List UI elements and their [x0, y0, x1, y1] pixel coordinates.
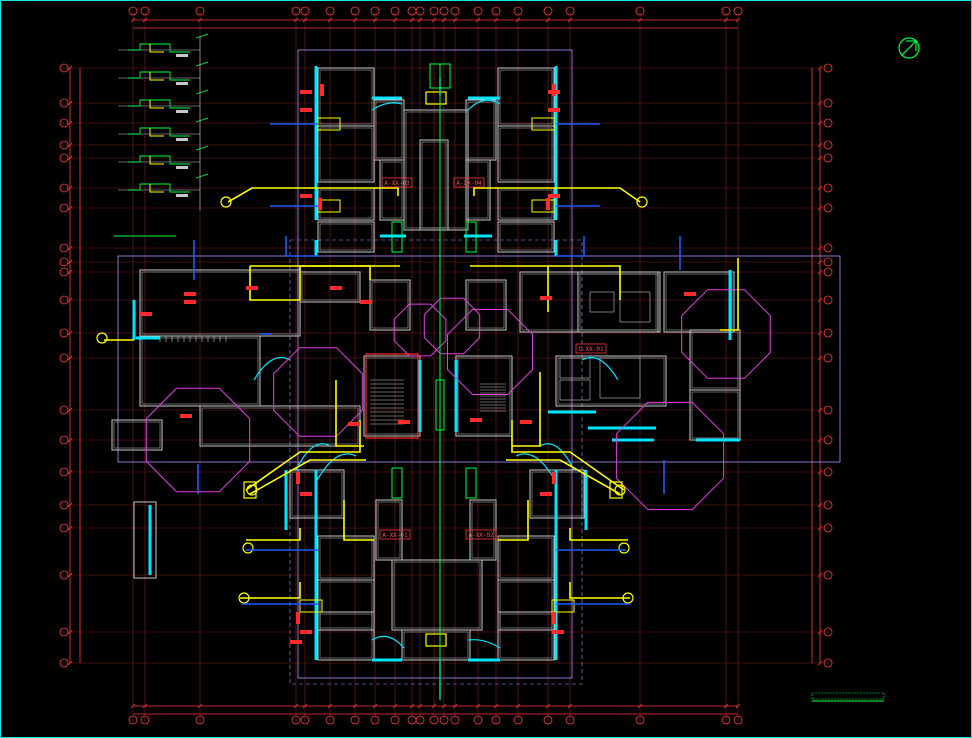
unit-tag-a-xx-04: A-XX-04 — [453, 177, 485, 188]
north-arrow-icon — [898, 37, 920, 59]
unit-tag-text: A-XX-03 — [384, 180, 410, 187]
green-layer — [114, 63, 477, 700]
unit-tag-a-xx-02: A-XX-02 — [465, 529, 497, 540]
equipment-tags — [140, 84, 696, 644]
coverage-radius-layer — [145, 289, 771, 511]
unit-tags: A-XX-03 A-XX-04A-XX-01 A-XX-02 C-XX-01 — [379, 177, 607, 540]
unit-tag-c-xx-01: C-XX-01 — [575, 343, 607, 354]
dimension-lines — [67, 17, 823, 715]
unit-tag-a-xx-03: A-XX-03 — [381, 177, 413, 188]
unit-tag-text: A-XX-04 — [456, 180, 482, 187]
pipe-layer-blue — [193, 78, 681, 700]
building-outline — [117, 49, 841, 685]
axis-bubbles — [59, 6, 833, 725]
window-layer — [132, 66, 740, 662]
unit-tag-a-xx-01: A-XX-01 — [379, 529, 411, 540]
unit-tag-text: A-XX-02 — [468, 532, 494, 539]
detail-block — [118, 33, 209, 210]
pipe-layer-yellow — [96, 91, 739, 647]
unit-tag-text: A-XX-01 — [382, 532, 408, 539]
drawing-title-mark — [811, 692, 885, 702]
unit-tag-text: C-XX-01 — [578, 346, 604, 353]
axis-grid-horizontal — [62, 67, 830, 664]
